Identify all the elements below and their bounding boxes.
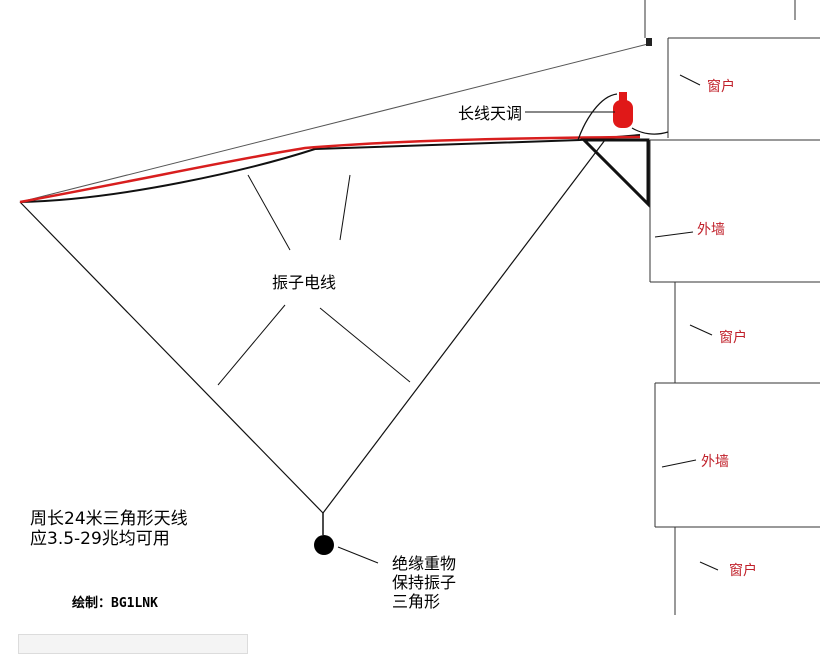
- outer-wall-label-2: 外墙: [701, 454, 729, 470]
- weight-label-line1: 绝缘重物: [392, 554, 456, 573]
- antenna-left-side: [19, 201, 324, 514]
- feed-wire: [19, 135, 641, 204]
- tuner-lead: [577, 93, 618, 141]
- tuner-label: 长线天调: [458, 104, 522, 123]
- support-wire: [19, 43, 649, 203]
- tuner-box: [613, 100, 633, 128]
- building: [644, 0, 820, 615]
- description-line2: 应3.5-29兆均可用: [30, 529, 170, 549]
- antenna-top-wire: [19, 134, 641, 203]
- weight-label-line2: 保持振子: [392, 573, 456, 592]
- wire-pointers: [217, 74, 719, 571]
- tuner-ground-lead: [631, 127, 669, 135]
- image-caption-bar: [18, 634, 248, 654]
- window-label-1: 窗户: [707, 78, 735, 95]
- outer-wall-label-1: 外墙: [697, 222, 725, 238]
- wire-label: 振子电线: [272, 273, 336, 292]
- window-label-2: 窗户: [719, 329, 747, 346]
- antenna-right-side: [322, 139, 606, 514]
- window-label-3: 窗户: [729, 562, 757, 579]
- author-label: 绘制：BG1LNK: [72, 595, 158, 611]
- weight-pointer: [337, 546, 379, 564]
- insulated-weight: [314, 535, 334, 555]
- tuner-cap: [619, 92, 627, 101]
- mounting-bracket: [580, 138, 650, 208]
- weight-label-line3: 三角形: [392, 592, 440, 611]
- description-line1: 周长24米三角形天线: [30, 509, 188, 529]
- wall-anchor: [646, 38, 652, 46]
